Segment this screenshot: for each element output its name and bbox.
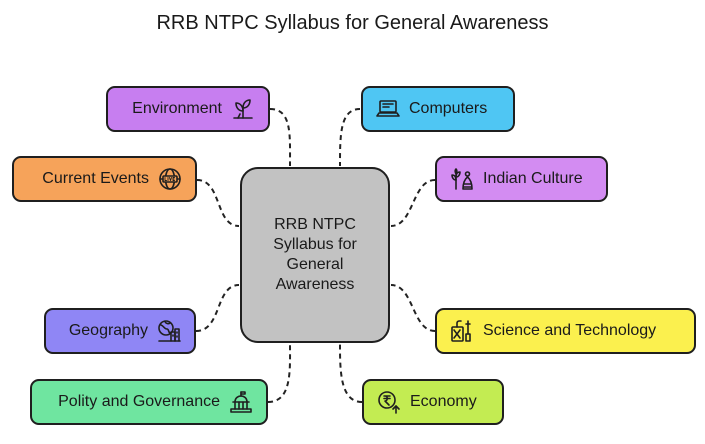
node-science-label: Science and Technology [483, 322, 657, 339]
government-building-icon [230, 391, 252, 413]
node-environment-label: Environment [132, 100, 222, 117]
laptop-icon [376, 100, 400, 117]
node-economy-label: Economy [410, 393, 477, 410]
node-current-events-label: Current Events [42, 170, 149, 187]
node-polity: Polity and Governance [30, 379, 268, 425]
node-environment: Environment [106, 86, 270, 132]
globe-buildings-icon [158, 320, 181, 342]
connector-current-events [196, 179, 240, 227]
culture-tree-icon [451, 168, 473, 190]
node-computers: Computers [361, 86, 515, 132]
node-science: Science and Technology [435, 308, 696, 354]
connector-polity [267, 343, 292, 403]
connector-environment [269, 108, 292, 167]
diagram-title: RRB NTPC Syllabus for General Awareness [156, 12, 549, 34]
node-indian-culture: Indian Culture [435, 156, 608, 202]
connector-computers [339, 108, 361, 167]
rupee-growth-icon [378, 391, 400, 414]
node-current-events: Current Events [12, 156, 197, 202]
connector-indian-culture [390, 179, 436, 227]
live-globe-icon [159, 168, 181, 190]
connector-geography [195, 284, 240, 332]
node-geography-label: Geography [68, 322, 148, 339]
center-topic: RRB NTPC Syllabus for General Awareness [240, 167, 390, 343]
connector-science [390, 284, 436, 332]
science-tools-icon [451, 320, 471, 342]
node-polity-label: Polity and Governance [58, 393, 220, 410]
center-label: RRB NTPC Syllabus for General Awareness [273, 216, 357, 293]
node-economy: Economy [362, 379, 504, 425]
node-indian-culture-label: Indian Culture [483, 170, 583, 187]
leaf-sprout-icon [233, 99, 253, 119]
connector-economy [339, 343, 363, 403]
node-computers-label: Computers [409, 100, 488, 117]
node-geography: Geography [44, 308, 196, 354]
